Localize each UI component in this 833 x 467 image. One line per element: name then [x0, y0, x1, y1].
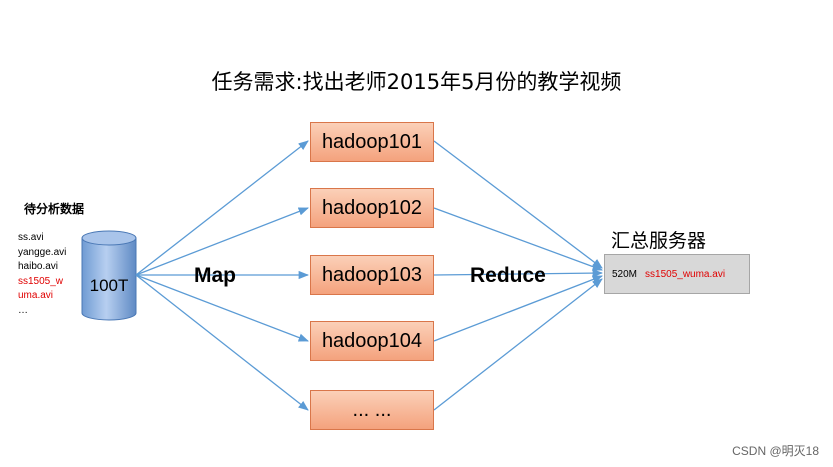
reduce-arrow-3: [433, 268, 604, 278]
file-item-highlight: ss1505_w: [18, 275, 64, 287]
map-arrow-5: [135, 274, 309, 411]
reduce-arrow-4: [433, 275, 603, 342]
node-more: ... ...: [310, 390, 434, 430]
page-title: 任务需求:找出老师2015年5月份的教学视频: [211, 70, 622, 94]
node-hadoop102: hadoop102: [310, 188, 434, 228]
file-item: yangge.avi: [18, 246, 67, 258]
map-arrow-4: [135, 274, 309, 342]
summary-server-box: 520M ss1505_wuma.avi: [604, 254, 750, 294]
map-label: Map: [194, 264, 236, 287]
reduce-arrow-1: [433, 140, 603, 269]
reduce-label: Reduce: [470, 264, 546, 287]
map-arrow-2: [135, 207, 309, 276]
file-list: ss.avi yangge.avi haibo.avi ss1505_w uma…: [18, 231, 66, 318]
summary-server-title: 汇总服务器: [611, 230, 707, 252]
file-item: haibo.avi: [18, 261, 59, 272]
file-item-highlight: uma.avi: [18, 290, 54, 301]
file-item-ellipsis: …: [18, 304, 28, 316]
node-hadoop101: hadoop101: [310, 122, 434, 162]
node-hadoop103: hadoop103: [310, 255, 434, 295]
node-hadoop104: hadoop104: [310, 321, 434, 361]
data-source-label: 待分析数据: [24, 202, 85, 216]
map-arrow-1: [135, 140, 309, 276]
data-size-label: 100T: [89, 276, 129, 295]
summary-size: 520M: [612, 268, 638, 280]
reduce-arrow-2: [433, 207, 603, 271]
file-item: ss.avi: [18, 232, 44, 243]
summary-file: ss1505_wuma.avi: [645, 268, 726, 280]
watermark: CSDN @明灭18: [732, 444, 819, 458]
reduce-arrow-5: [433, 278, 603, 411]
data-cylinder: [81, 230, 137, 321]
